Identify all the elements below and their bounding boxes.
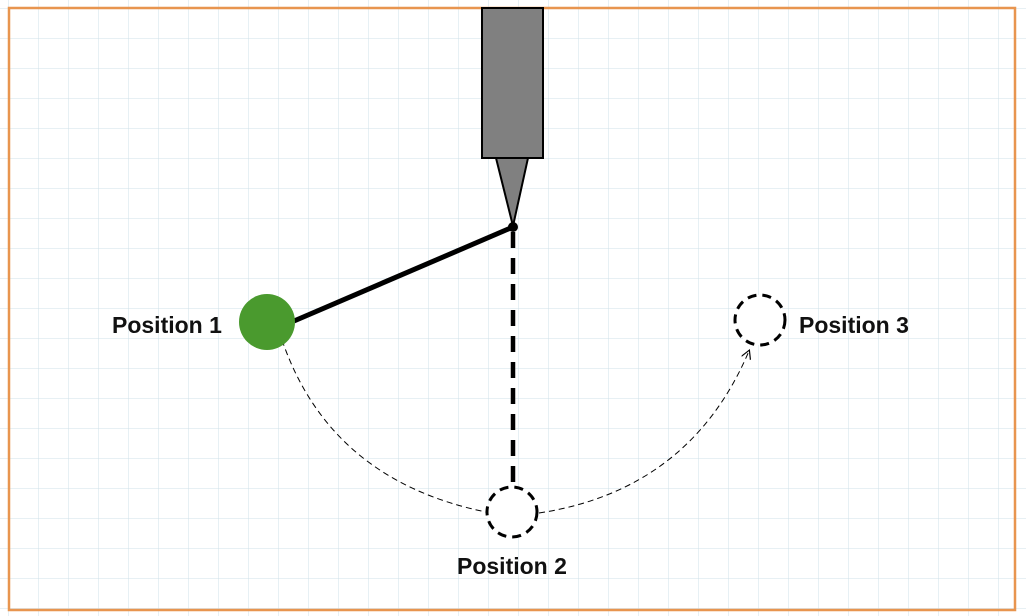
bob-position-1 xyxy=(239,294,295,350)
swing-arc-left xyxy=(281,339,487,513)
holder-block xyxy=(481,7,544,159)
position-2-label: Position 2 xyxy=(457,553,567,579)
bob-position-2 xyxy=(485,485,539,539)
bob-position-3 xyxy=(733,293,787,347)
position-1-label: Position 1 xyxy=(112,312,222,338)
pendulum-string xyxy=(293,224,514,324)
swing-arc-right xyxy=(538,351,749,514)
holder-cone xyxy=(494,157,530,227)
pendulum-support xyxy=(481,7,544,232)
position-3-label: Position 3 xyxy=(799,312,909,338)
